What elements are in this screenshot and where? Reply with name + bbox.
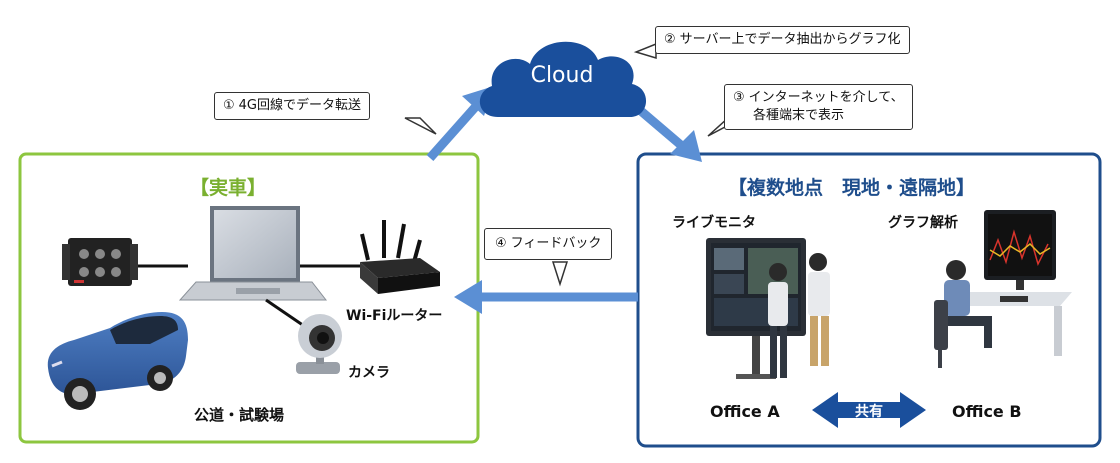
callout-feedback-text: フィードバック — [510, 236, 602, 251]
callout-4-tail — [551, 261, 569, 287]
router — [360, 220, 440, 294]
camera — [296, 314, 342, 374]
cloud-label: Cloud — [530, 63, 594, 88]
sites-title: 【複数地点 現地・遠隔地】 — [728, 177, 976, 199]
location-label: 公道・試験場 — [194, 406, 285, 424]
vehicle-title: 【実車】 — [190, 177, 267, 199]
wifi-router-label: Wi-Fiルーター — [346, 308, 443, 324]
laptop — [178, 206, 328, 301]
person-seated — [934, 260, 992, 368]
callout-2-tail — [633, 42, 657, 60]
data-logger-device — [62, 238, 138, 286]
share-arrow — [812, 392, 926, 428]
person-standing — [768, 253, 830, 378]
callout-display-number: ③ — [733, 90, 745, 105]
share-label: 共有 — [855, 404, 883, 420]
live-monitor-label: ライブモニタ — [672, 215, 756, 231]
car — [47, 312, 188, 410]
callout-server-number: ② — [664, 32, 676, 47]
callout-display-text-2: 各種端末で表示 — [753, 108, 845, 123]
callout-display-text: インターネットを介して、 — [748, 90, 904, 105]
callout-transfer-number: ① — [223, 98, 235, 113]
feedback-arrow — [454, 280, 638, 314]
callout-transfer-text: 4G回線でデータ転送 — [238, 98, 362, 113]
office-a-label: Office A — [710, 402, 780, 421]
office-b-label: Office B — [952, 402, 1022, 421]
callout-server-text: サーバー上でデータ抽出からグラフ化 — [679, 32, 901, 47]
callout-1-tail — [404, 117, 437, 135]
graph-analysis-label: グラフ解析 — [888, 215, 958, 231]
callout-feedback-number: ④ — [495, 236, 507, 251]
analysis-workstation — [948, 210, 1072, 356]
cloud-shape — [479, 41, 647, 117]
camera-label: カメラ — [348, 365, 390, 381]
